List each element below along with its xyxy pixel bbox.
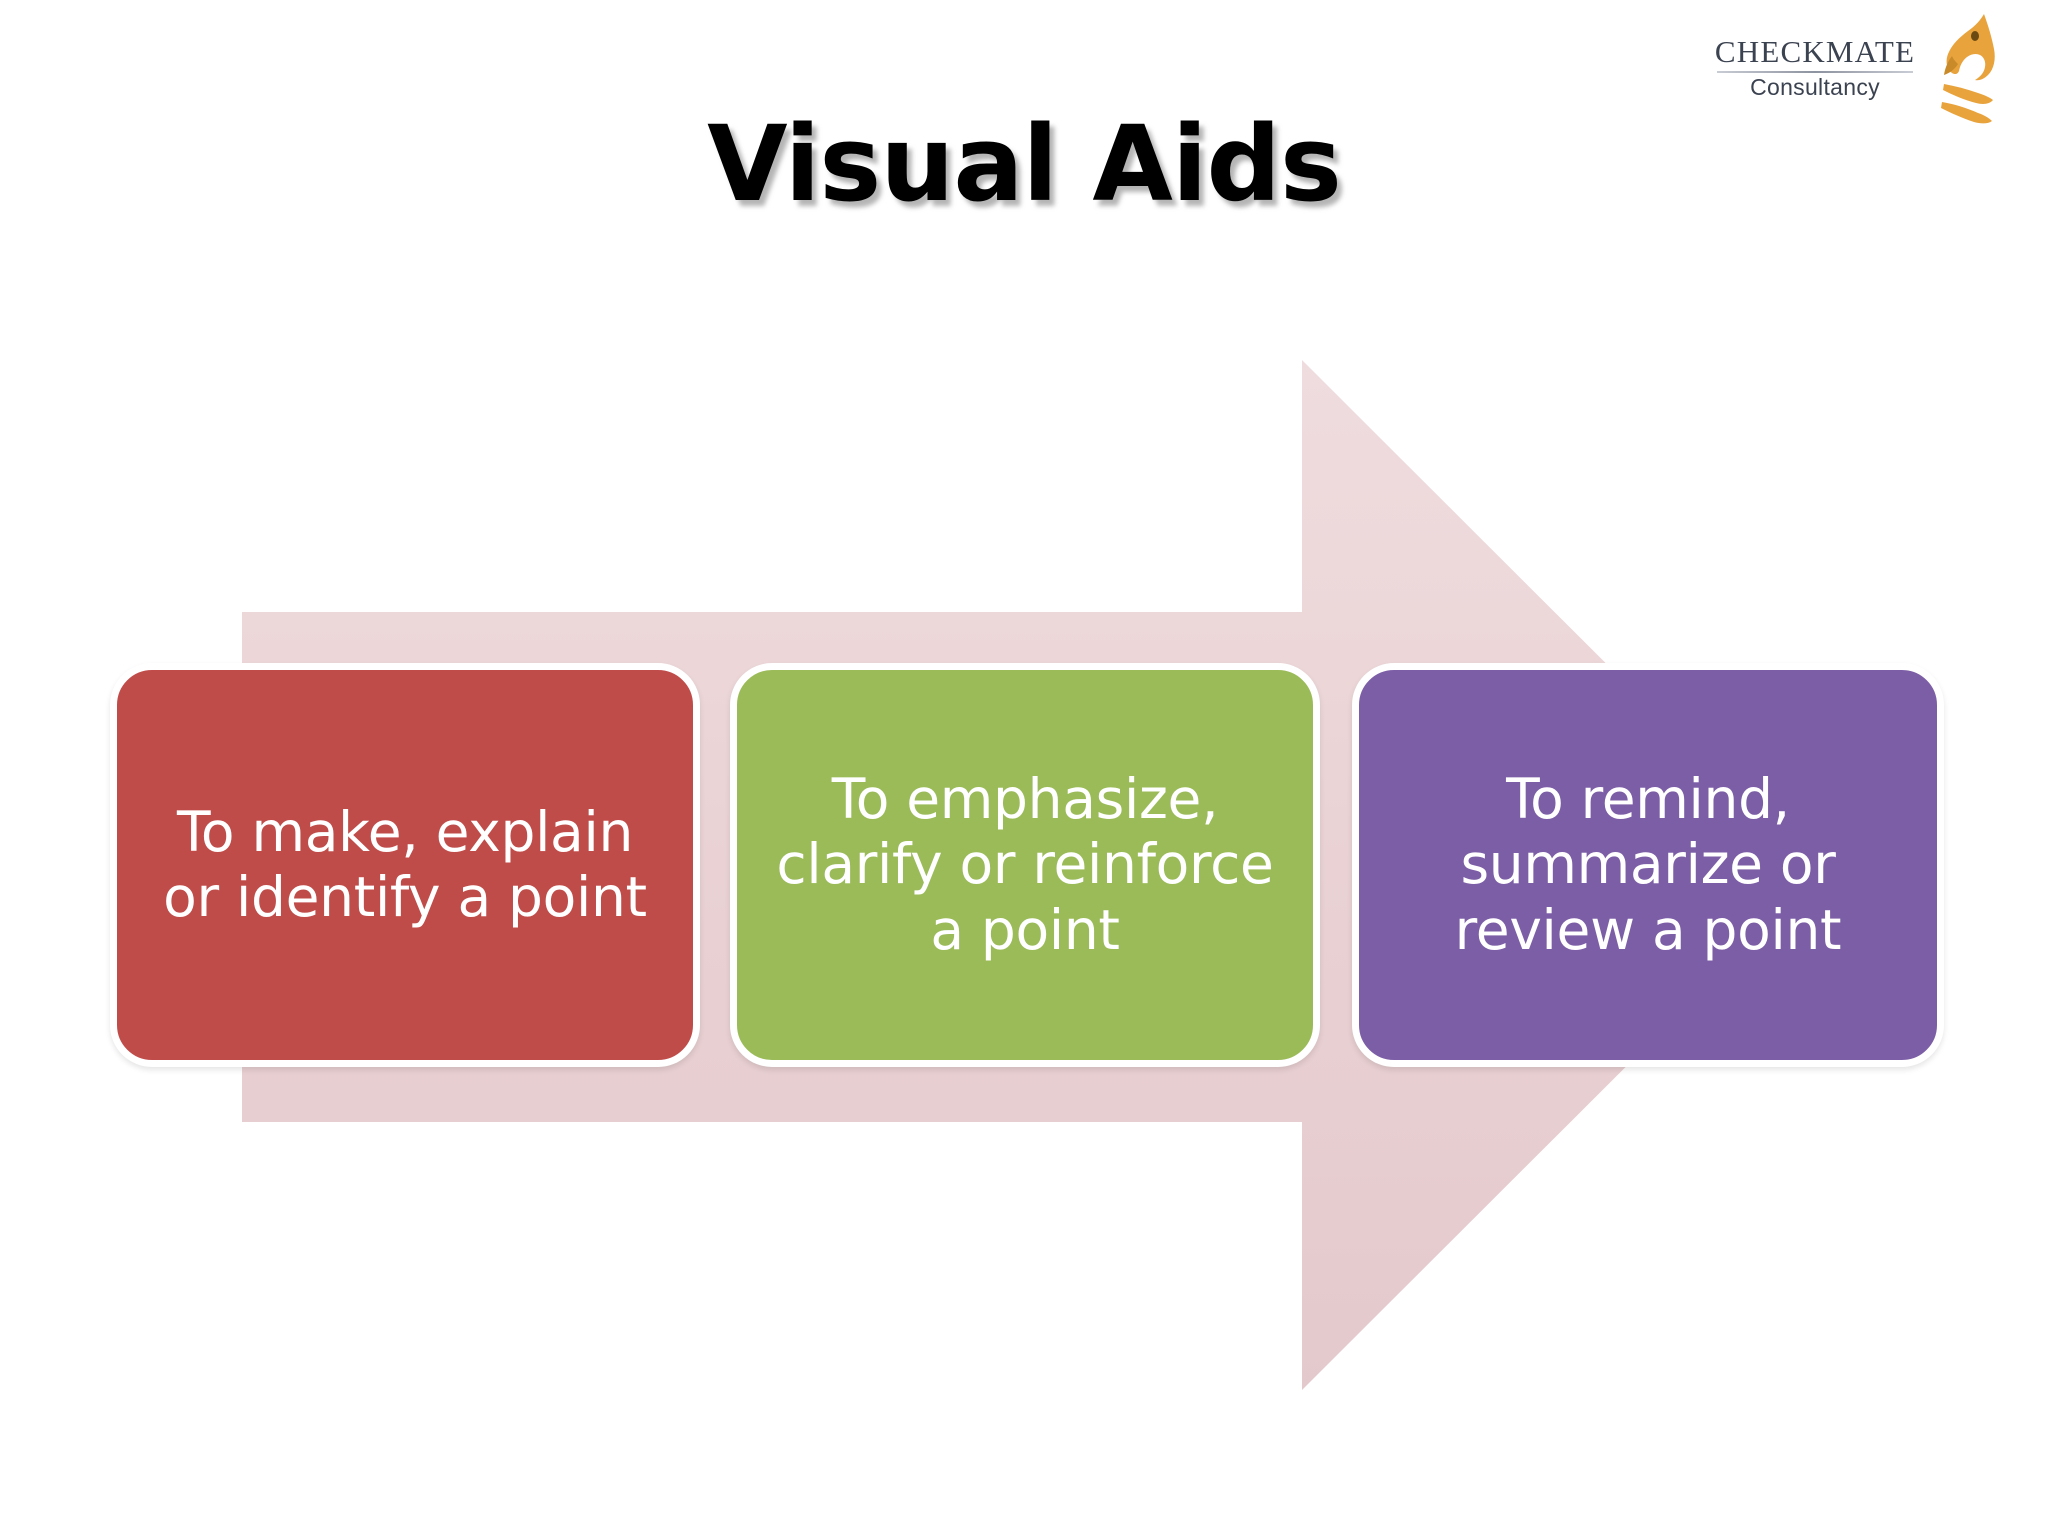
- logo-company-name: CHECKMATE: [1714, 34, 1916, 69]
- logo-tagline: Consultancy: [1750, 74, 1880, 100]
- step-box-1-label: To make, explain or identify a point: [163, 799, 647, 929]
- logo-text: CHECKMATE Consultancy: [1700, 36, 1930, 99]
- page-title: Visual Aids: [707, 103, 1342, 225]
- step-box-3[interactable]: To remind, summarize or review a point: [1352, 663, 1944, 1067]
- chess-knight-icon: [1941, 14, 1995, 124]
- logo-divider: [1717, 71, 1913, 73]
- step-box-3-label: To remind, summarize or review a point: [1454, 766, 1842, 962]
- step-box-2[interactable]: To emphasize, clarify or reinforce a poi…: [730, 663, 1320, 1067]
- step-box-1[interactable]: To make, explain or identify a point: [110, 663, 700, 1067]
- company-logo: CHECKMATE Consultancy: [1700, 8, 2000, 128]
- step-box-2-label: To emphasize, clarify or reinforce a poi…: [776, 766, 1274, 962]
